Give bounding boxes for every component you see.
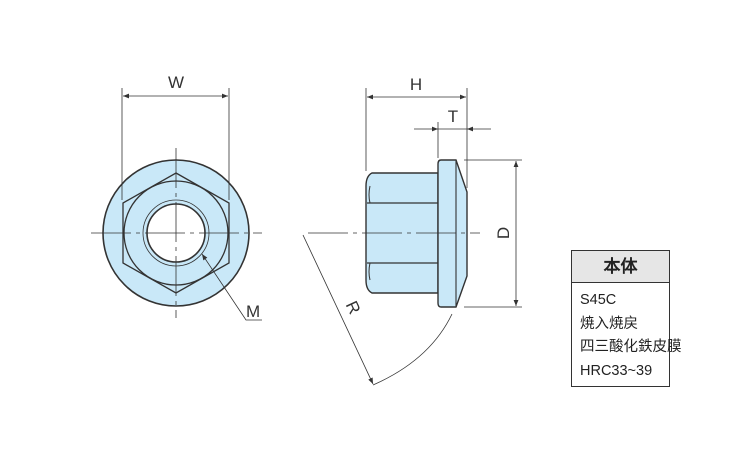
h-dimension bbox=[365, 88, 468, 188]
label-r: R bbox=[342, 298, 364, 317]
spec-table: 本体 S45C 焼入焼戻 四三酸化鉄皮膜 HRC33~39 bbox=[571, 250, 682, 387]
label-h: H bbox=[410, 75, 422, 94]
spec-material: S45C bbox=[580, 292, 617, 308]
spec-table-body: S45C 焼入焼戻 四三酸化鉄皮膜 HRC33~39 bbox=[572, 283, 682, 386]
side-view bbox=[302, 88, 522, 386]
d-dimension bbox=[464, 159, 522, 308]
spec-table-header: 本体 bbox=[572, 251, 669, 283]
front-view bbox=[91, 88, 262, 321]
r-dimension bbox=[302, 234, 453, 386]
label-w: W bbox=[168, 73, 184, 92]
t-dimension bbox=[414, 122, 491, 158]
label-m: M bbox=[246, 302, 260, 321]
w-dimension bbox=[121, 88, 230, 200]
spec-surface-finish: 四三酸化鉄皮膜 bbox=[580, 339, 682, 355]
spec-hardness: HRC33~39 bbox=[580, 362, 653, 379]
center-lines bbox=[91, 148, 262, 318]
m-leader bbox=[201, 253, 262, 321]
label-t: T bbox=[448, 107, 458, 126]
flange bbox=[437, 159, 468, 308]
spec-heat-treatment: 焼入焼戻 bbox=[580, 315, 638, 332]
label-d: D bbox=[494, 227, 513, 239]
